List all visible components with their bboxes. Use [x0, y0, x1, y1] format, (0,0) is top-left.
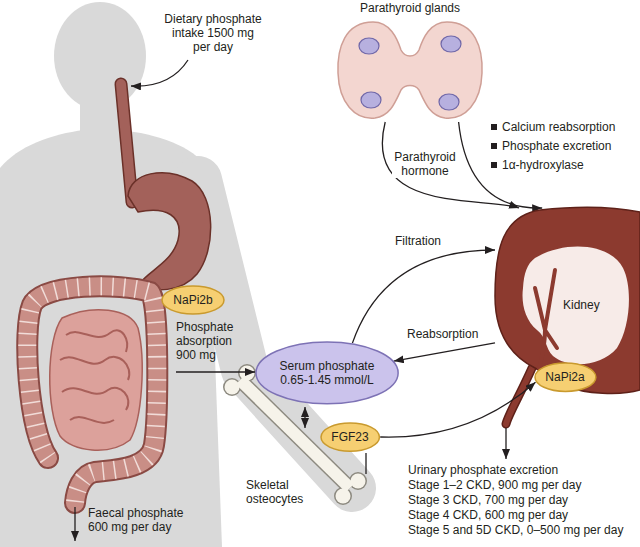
- renal-vessels: [535, 270, 557, 368]
- pth-action: Calcium reabsorption: [490, 120, 615, 134]
- connector-arrow: [382, 122, 519, 208]
- label-holder: Stage 1–2 CKD, 900 mg per day: [408, 478, 581, 492]
- ckd-stage-note: Stage 1–2 CKD, 900 mg per day: [408, 478, 581, 492]
- label-holder: Stage 4 CKD, 600 mg per day: [408, 508, 568, 522]
- parathyroid-gland: [359, 38, 379, 54]
- node-text: Parathyroid glands: [360, 1, 460, 15]
- node-text: Serum phosphate 0.65-1.45 mmol/L: [270, 359, 384, 387]
- serum-ellipse: Serum phosphate 0.65-1.45 mmol/L: [255, 341, 399, 405]
- node-text: FGF23: [331, 430, 368, 444]
- oesophagus: [121, 84, 132, 202]
- edge-label: Parathyroid hormone: [392, 150, 458, 178]
- urinary-heading: Urinary phosphate excretion: [408, 463, 558, 477]
- bone-label: Skeletal osteocytes: [246, 478, 310, 506]
- osteocyte-line: [365, 453, 366, 474]
- label-holder: 1α-hydroxylase: [490, 158, 584, 172]
- intestine-loops: [60, 330, 129, 423]
- transporter-ellipse: NaPi2a: [534, 362, 597, 392]
- ckd-stage-note: Stage 4 CKD, 600 mg per day: [408, 508, 568, 522]
- transporter-ellipse: NaPi2b: [161, 285, 225, 315]
- edge-label-holder: Reabsorption: [405, 327, 480, 341]
- body-silhouette: [0, 2, 352, 547]
- node-text: NaPi2b: [173, 293, 212, 307]
- transporter-ellipse-outline: [162, 286, 224, 314]
- absorption-note: Phosphate absorption 900 mg: [176, 320, 240, 362]
- bone-end-outline: [223, 378, 241, 396]
- connector-arrow: [394, 343, 495, 361]
- label-holder: Stage 5 and 5D CKD, 0–500 mg per day: [408, 523, 623, 537]
- parathyroid-gland: [441, 36, 461, 52]
- ckd-stage-note: Stage 5 and 5D CKD, 0–500 mg per day: [408, 523, 623, 537]
- intestines: [27, 286, 157, 503]
- ckd-stage-note: Stage 3 CKD, 700 mg per day: [408, 493, 568, 507]
- node-text: Kidney: [563, 298, 600, 312]
- pth-action: Phosphate excretion: [490, 139, 611, 153]
- kidney-outline: [495, 207, 640, 393]
- label-holder: Phosphate excretion: [490, 139, 611, 153]
- faecal-arrow: [74, 507, 75, 541]
- edge-label-holder: Filtration: [393, 234, 443, 248]
- label-holder: Skeletal osteocytes: [246, 478, 310, 506]
- thyroid-lobes: [338, 22, 482, 118]
- hormone-ellipse: FGF23: [320, 422, 380, 452]
- label-holder: Urinary phosphate excretion: [408, 463, 558, 477]
- connector-arrow: [380, 382, 535, 437]
- bone-end-outline: [349, 472, 367, 490]
- faecal-note: Faecal phosphate 600 mg per day: [88, 506, 192, 534]
- oesophagus-stomach: [121, 84, 211, 290]
- colon-haustra: [27, 286, 157, 503]
- serum-ellipse-outline: [256, 342, 398, 404]
- parathyroid-gland: [439, 94, 459, 110]
- urinary-arrow: [505, 428, 506, 459]
- parathyroid-illustration: [335, 18, 485, 122]
- transporter-ellipse-outline: [535, 363, 596, 391]
- label-holder: Calcium reabsorption: [490, 120, 615, 134]
- intake-note: Dietary phosphate intake 1500 mg per day: [163, 12, 263, 54]
- parathyroid-node: Parathyroid glands: [335, 0, 485, 122]
- head: [54, 2, 146, 110]
- label-holder: Faecal phosphate 600 mg per day: [88, 506, 192, 534]
- bone-end: [225, 380, 240, 395]
- bone-exchange-arrow: [304, 407, 305, 428]
- bone-end: [336, 489, 351, 504]
- node-text: NaPi2a: [545, 370, 584, 384]
- stomach: [128, 173, 211, 290]
- bone-end: [351, 474, 366, 489]
- edge-label-holder: Parathyroid hormone: [392, 150, 458, 178]
- edge-label: Filtration: [393, 234, 443, 248]
- label-holder: Stage 3 CKD, 700 mg per day: [408, 493, 568, 507]
- label-holder: Phosphate absorption 900 mg: [176, 320, 240, 362]
- pth-action: 1α-hydroxylase: [490, 158, 584, 172]
- parathyroid-gland: [361, 92, 381, 108]
- small-intestine: [50, 310, 142, 450]
- oesophagus-outline: [121, 84, 132, 202]
- absorption-arrow: [176, 371, 255, 372]
- intake-arrow: [131, 60, 188, 86]
- connector-arrow: [352, 250, 495, 343]
- label-holder: Dietary phosphate intake 1500 mg per day: [163, 12, 263, 54]
- colon: [27, 286, 157, 503]
- colon-outline: [27, 286, 157, 503]
- edge-label: Reabsorption: [405, 327, 480, 341]
- bone-end-outline: [334, 487, 352, 505]
- hormone-ellipse-outline: [321, 423, 379, 451]
